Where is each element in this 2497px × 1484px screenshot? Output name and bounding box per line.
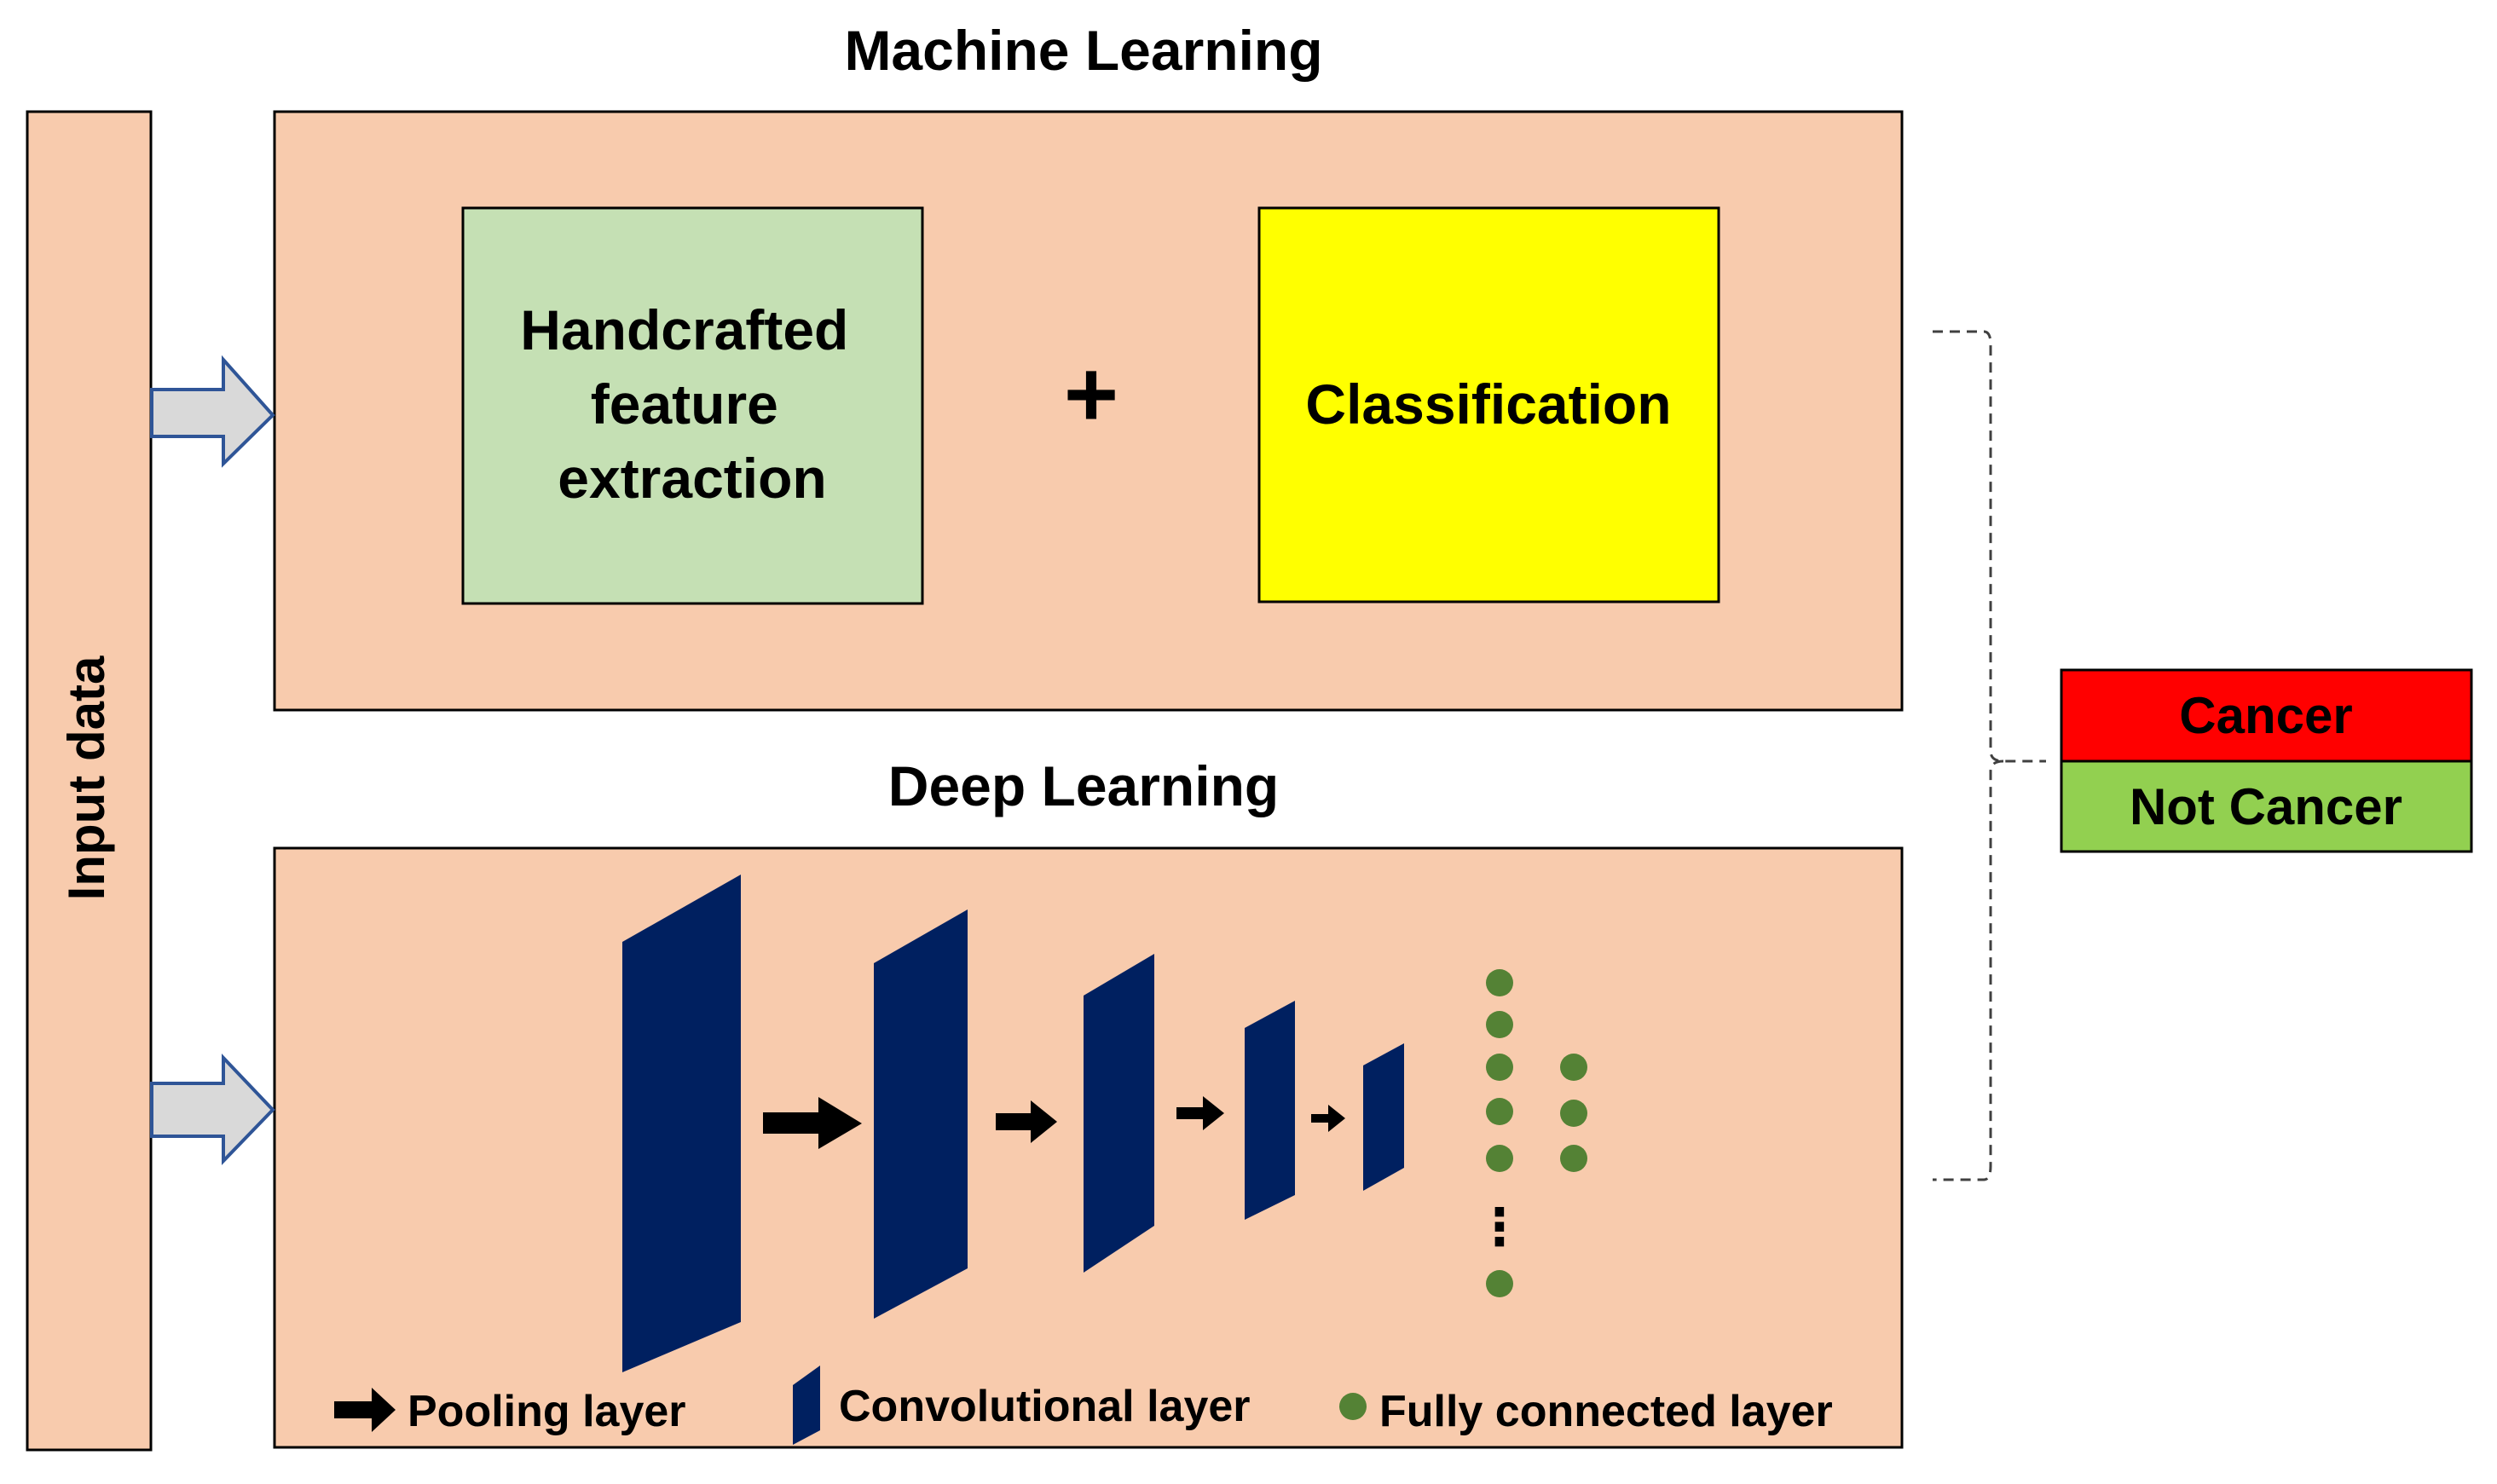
conv-layer-2 (874, 909, 968, 1319)
fc-node (1486, 1011, 1513, 1038)
fully-connected-nodes (1486, 969, 1587, 1297)
legend-fc-dot-icon (1339, 1393, 1367, 1420)
fc-node (1486, 1145, 1513, 1172)
classification-box (1257, 206, 1720, 603)
pooling-arrow-3 (1176, 1096, 1224, 1130)
fc-node (1486, 1098, 1513, 1125)
legend-fc-label: Fully connected layer (1379, 1387, 1833, 1436)
fc-ellipsis: ⋮ (1474, 1198, 1525, 1256)
conv-layer-1 (622, 875, 741, 1372)
cancer-label: Cancer (2179, 687, 2352, 744)
input-arrow-to-ml (150, 355, 275, 468)
input-data-label: Input data (58, 655, 115, 900)
feature-extraction-box (461, 206, 924, 605)
fc-node (1560, 1145, 1587, 1172)
plus-sign: + (1064, 342, 1118, 447)
fc-node (1560, 1100, 1587, 1127)
pooling-arrow-2 (996, 1100, 1057, 1143)
fc-node (1486, 969, 1513, 996)
machine-learning-title: Machine Learning (844, 19, 1322, 82)
feature-extraction-label: Handcrafted feature extraction (520, 298, 864, 510)
not-cancer-label: Not Cancer (2130, 778, 2402, 835)
input-arrow-to-dl (150, 1053, 275, 1165)
fc-node (1486, 1270, 1513, 1297)
legend-conv-label: Convolutional layer (839, 1382, 1251, 1431)
not-cancer-box (2060, 759, 2473, 853)
fc-node (1560, 1054, 1587, 1081)
classification-label: Classification (1305, 372, 1671, 436)
pooling-arrow-1 (763, 1097, 862, 1149)
legend-pooling-arrow-icon (334, 1388, 396, 1432)
fc-node (1486, 1054, 1513, 1081)
cancer-box (2060, 668, 2473, 763)
conv-layer-3 (1084, 954, 1154, 1273)
output-bracket (1933, 330, 2046, 1181)
conv-layer-5 (1363, 1043, 1404, 1191)
pooling-arrow-4 (1311, 1105, 1345, 1132)
conv-layer-4 (1245, 1001, 1295, 1220)
deep-learning-title: Deep Learning (888, 754, 1279, 817)
legend-conv-icon (793, 1366, 820, 1445)
legend-pooling-label: Pooling layer (407, 1387, 686, 1436)
input-data-box (26, 110, 153, 1452)
